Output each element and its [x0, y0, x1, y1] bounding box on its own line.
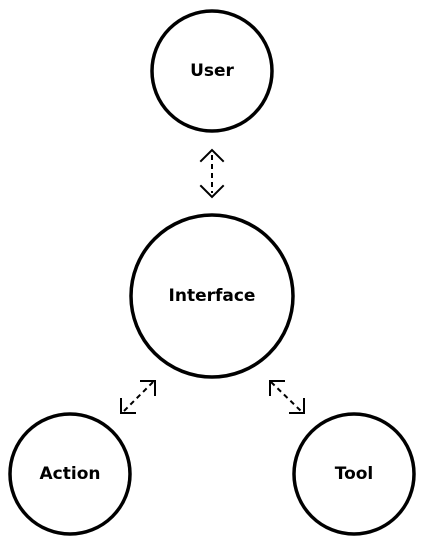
node-interface-label: Interface	[169, 286, 256, 306]
node-tool-label: Tool	[335, 464, 374, 484]
connector-interface-tool	[269, 380, 305, 414]
node-tool: Tool	[292, 412, 416, 536]
connector-user-interface	[199, 148, 225, 199]
node-user-label: User	[190, 61, 234, 81]
node-user: User	[150, 9, 274, 133]
connector-interface-action	[120, 380, 156, 414]
node-interface: Interface	[129, 213, 295, 379]
node-action: Action	[8, 412, 132, 536]
node-action-label: Action	[40, 464, 101, 484]
